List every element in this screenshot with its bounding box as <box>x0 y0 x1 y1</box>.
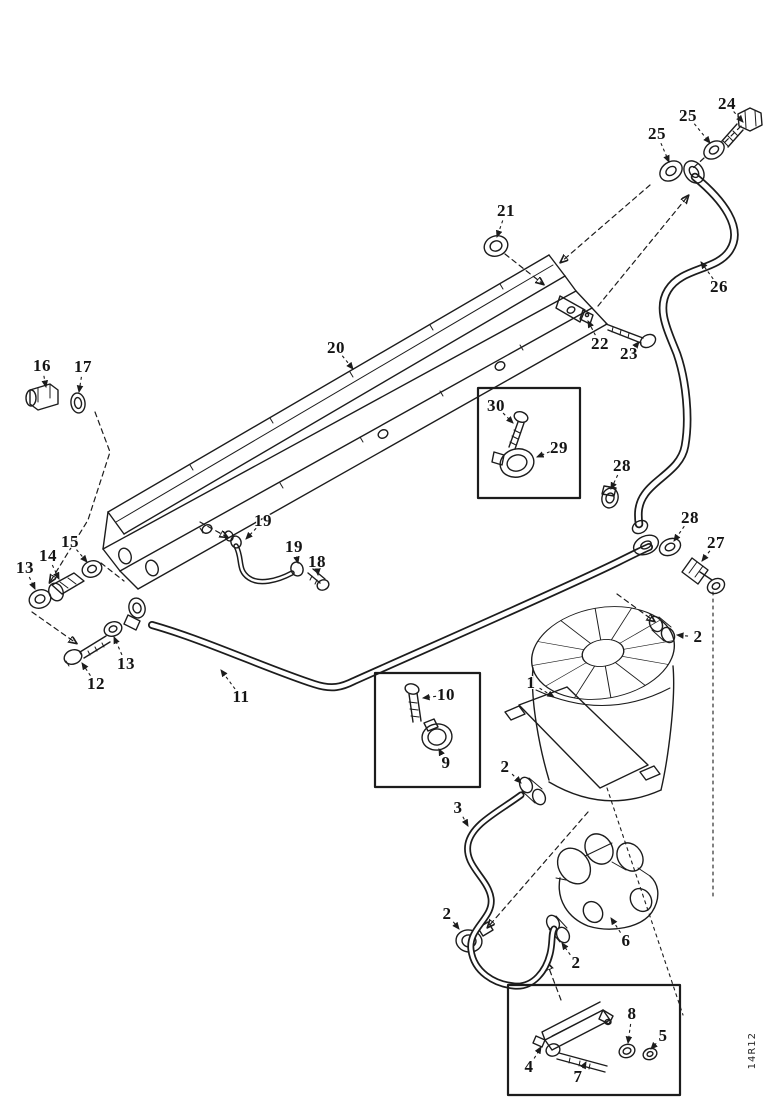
callout-23: 23 <box>620 344 638 363</box>
callout-17: 17 <box>74 357 92 376</box>
callout-14: 14 <box>39 546 57 565</box>
construction-lines <box>31 125 742 1016</box>
callout-18: 18 <box>308 552 326 571</box>
callout-27: 27 <box>707 533 725 552</box>
part-2-fitting-top <box>648 615 676 644</box>
part-13-washer-b <box>103 621 123 637</box>
callout-30: 30 <box>487 396 505 415</box>
part-17-washer <box>70 392 86 414</box>
part-11-hose <box>123 534 660 692</box>
callout-13: 13 <box>117 654 135 673</box>
part-24-bolt <box>721 107 763 148</box>
part-3-hose <box>464 791 558 990</box>
callout-16: 16 <box>33 356 51 375</box>
part-15-washer <box>81 560 103 578</box>
callout-4: 4 <box>524 1057 534 1076</box>
callout-21: 21 <box>497 201 515 220</box>
part-26-tube <box>631 160 739 535</box>
callout-2: 2 <box>571 953 581 972</box>
inset-box-1 <box>476 386 582 500</box>
callout-13: 13 <box>16 558 34 577</box>
part-29-clamp <box>491 448 535 478</box>
part-27-fitting <box>681 557 726 595</box>
callout-1: 1 <box>526 673 536 692</box>
inset-box-3 <box>506 983 682 1097</box>
callout-19: 19 <box>254 511 272 530</box>
inset-box-2 <box>373 671 482 789</box>
callout-11: 11 <box>232 687 250 706</box>
callout-24: 24 <box>718 94 736 113</box>
callout-2: 2 <box>442 904 452 923</box>
callout-3: 3 <box>453 798 463 817</box>
part-8-nut <box>618 1043 636 1059</box>
callout-7: 7 <box>573 1067 583 1086</box>
part-6-pump <box>555 833 659 930</box>
part-12-bolt <box>63 635 111 667</box>
part-28-washer <box>658 537 682 557</box>
callout-25: 25 <box>648 124 666 143</box>
callout-8: 8 <box>627 1004 637 1023</box>
callout-28: 28 <box>681 508 699 527</box>
callout-6: 6 <box>621 931 631 950</box>
part-23-bolt <box>605 323 657 349</box>
callout-10: 10 <box>437 685 455 704</box>
part-5-washer <box>642 1047 658 1061</box>
part-16-elbow <box>25 383 59 411</box>
callout-2: 2 <box>500 757 510 776</box>
part-10-screw <box>404 683 422 723</box>
part-30-screw <box>508 411 529 450</box>
callout-15: 15 <box>61 532 79 551</box>
callout-9: 9 <box>441 753 451 772</box>
part-20-support-channel <box>102 254 608 590</box>
callout-26: 26 <box>710 277 728 296</box>
callout-12: 12 <box>87 674 105 693</box>
callout-22: 22 <box>591 334 609 353</box>
callout-2: 2 <box>693 627 703 646</box>
part-21-grommet <box>483 235 509 257</box>
callout-28: 28 <box>613 456 631 475</box>
callout-20: 20 <box>327 338 345 357</box>
part-19-hose-fittings <box>230 535 304 585</box>
part-2-elbow-bottom <box>518 776 547 806</box>
callout-25: 25 <box>679 106 697 125</box>
part-14-fitting <box>48 572 85 602</box>
callout-5: 5 <box>658 1026 668 1045</box>
callout-29: 29 <box>550 438 568 457</box>
part-1-filter-assembly <box>504 606 676 802</box>
callout-19: 19 <box>285 537 303 556</box>
